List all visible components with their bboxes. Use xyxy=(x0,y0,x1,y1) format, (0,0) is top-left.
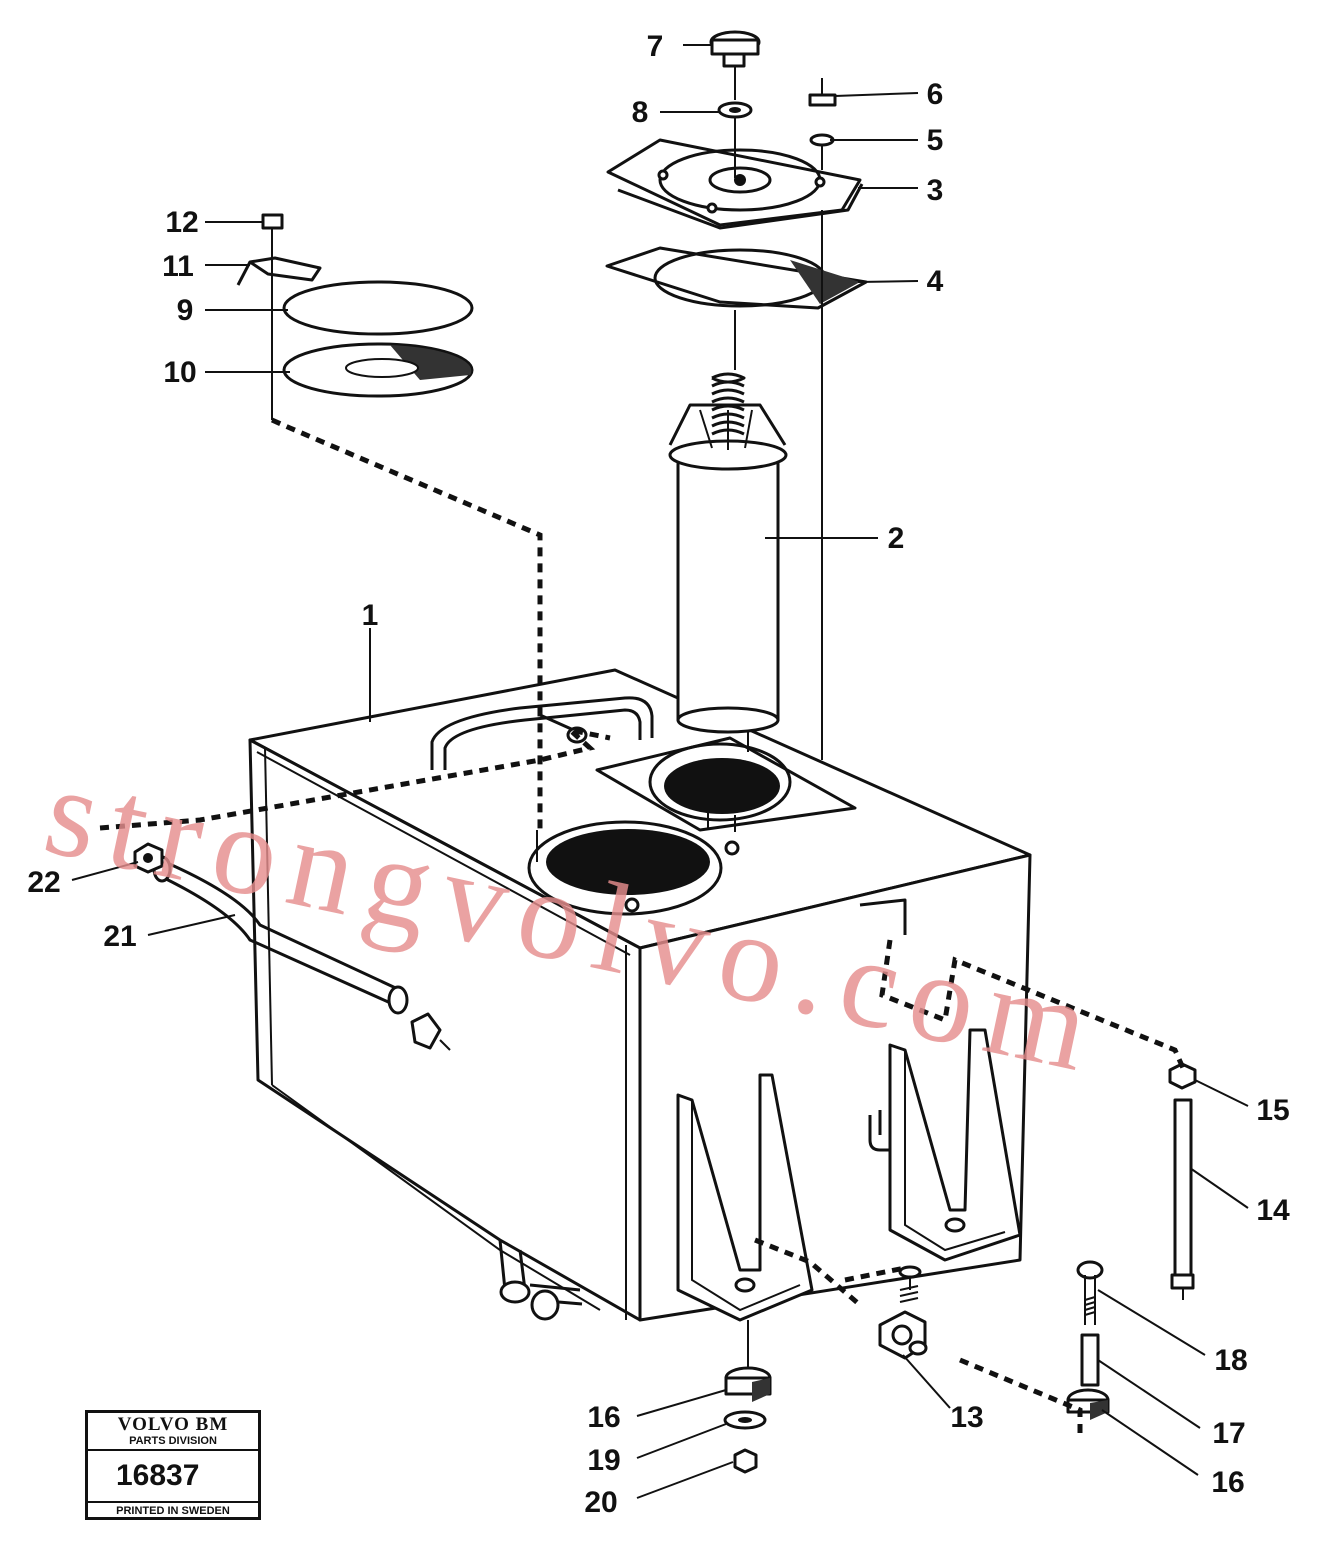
callout-2: 2 xyxy=(888,522,905,555)
nut-6 xyxy=(808,78,837,107)
cover-plate xyxy=(282,280,474,336)
clamp-bracket xyxy=(236,250,322,420)
stamp-brand: VOLVO BM xyxy=(117,1414,229,1435)
breather-cap xyxy=(709,30,761,100)
spacer-17 xyxy=(1080,1333,1100,1387)
callout-18: 18 xyxy=(1214,1344,1247,1377)
screw-18 xyxy=(1076,1260,1104,1325)
callout-16-left: 16 xyxy=(587,1401,620,1434)
washer-19 xyxy=(723,1410,767,1430)
drain-valve xyxy=(878,1265,928,1360)
callout-14: 14 xyxy=(1256,1194,1290,1227)
callout-12: 12 xyxy=(165,206,198,239)
sealing-washer xyxy=(717,101,753,178)
stamp-division: PARTS DIVISION xyxy=(88,1435,258,1451)
rubber-mount-16-left xyxy=(724,1320,772,1402)
volvo-bm-parts-stamp: VOLVO BM PARTS DIVISION 16837 PRINTED IN… xyxy=(85,1410,261,1520)
callout-20: 20 xyxy=(584,1486,617,1519)
callout-6: 6 xyxy=(927,78,944,111)
callout-15: 15 xyxy=(1256,1094,1289,1127)
assembly-lines xyxy=(99,417,1186,1440)
washer-5 xyxy=(809,133,835,170)
callout-19: 19 xyxy=(587,1444,620,1477)
stamp-printed: PRINTED IN SWEDEN xyxy=(116,1505,230,1517)
callout-22: 22 xyxy=(27,866,60,899)
nut-20 xyxy=(733,1448,758,1474)
screw-12 xyxy=(261,213,284,250)
callout-9: 9 xyxy=(177,294,194,327)
callout-21: 21 xyxy=(103,920,136,953)
callout-4: 4 xyxy=(927,265,944,298)
callout-10: 10 xyxy=(163,356,196,389)
callout-3: 3 xyxy=(927,174,944,207)
sealing-ring xyxy=(282,342,474,398)
callout-5: 5 xyxy=(927,124,944,157)
hydraulic-tank xyxy=(248,668,1032,1322)
callout-13: 13 xyxy=(950,1401,983,1434)
leader-lines xyxy=(71,44,1249,1499)
callout-1: 1 xyxy=(362,599,379,632)
gasket xyxy=(605,246,868,310)
rubber-mount-16-right xyxy=(1066,1388,1110,1420)
stamp-number: 16837 xyxy=(88,1451,258,1503)
filter-cover xyxy=(606,138,864,230)
callout-11: 11 xyxy=(162,250,194,283)
callout-17: 17 xyxy=(1212,1417,1245,1450)
callout-16-right: 16 xyxy=(1211,1466,1244,1499)
callouts: 7 8 6 5 3 4 12 11 9 10 2 1 22 21 15 14 1… xyxy=(27,30,1290,1519)
callout-7: 7 xyxy=(647,30,664,63)
nut-22 xyxy=(133,842,164,874)
filter-element xyxy=(668,210,823,760)
callout-8: 8 xyxy=(632,96,649,129)
pipe-14 xyxy=(1170,1098,1195,1300)
nut-15 xyxy=(1168,1062,1197,1090)
